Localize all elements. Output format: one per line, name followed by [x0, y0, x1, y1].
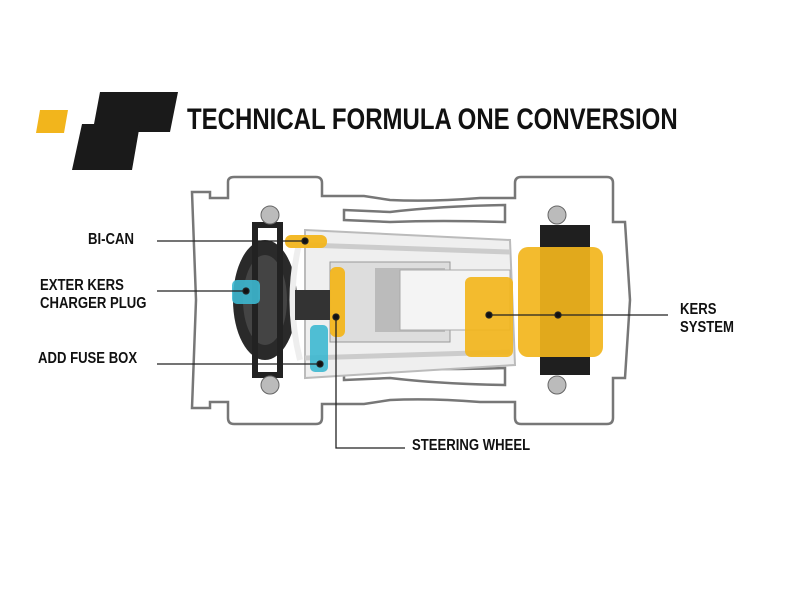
label-add-fuse-box: ADD FUSE BOX: [38, 350, 138, 367]
logo: [36, 92, 178, 170]
label-exter-kers-line2: CHARGER PLUG: [40, 295, 147, 312]
chassis-frame: [233, 205, 590, 395]
fuse-box-highlight: [310, 325, 328, 372]
label-exter-kers-line1: EXTER KERS: [40, 277, 124, 294]
leader-lines: [157, 237, 668, 449]
steering-wheel-highlight: [330, 267, 345, 337]
label-steering-wheel: STEERING WHEEL: [412, 437, 531, 454]
label-exter-kers: EXTER KERS CHARGER PLUG: [40, 277, 146, 313]
label-kers-system: KERS SYSTEM: [680, 301, 734, 337]
kers-large-highlight: [518, 247, 603, 357]
label-kers-line1: KERS: [680, 301, 717, 318]
label-kers-line2: SYSTEM: [680, 319, 734, 336]
page-title: TECHNICAL FORMULA ONE CONVERSION: [187, 103, 678, 136]
label-bi-can: BI-CAN: [88, 231, 134, 248]
